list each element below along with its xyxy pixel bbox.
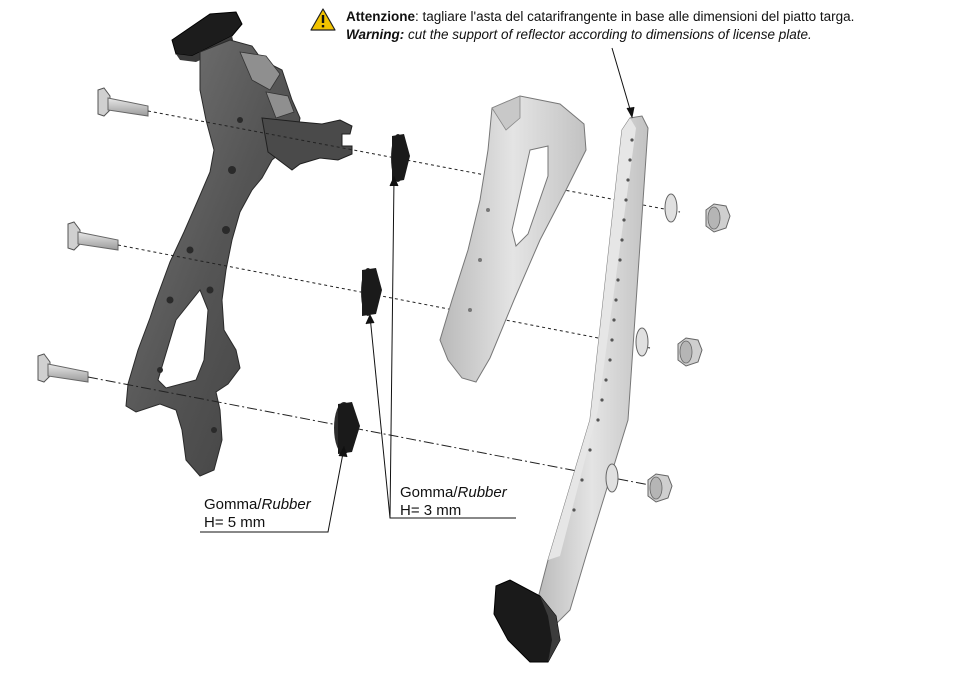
screw-top xyxy=(97,87,149,117)
warning-triangle-icon xyxy=(310,8,336,31)
label-rubber-3mm-height: H= 3 mm xyxy=(400,502,462,519)
warning-text-english: Warning: cut the support of reflector ac… xyxy=(346,27,812,42)
label-rubber-5mm-name: Gomma/Rubber xyxy=(204,496,311,513)
screw-middle xyxy=(67,221,119,251)
warning-text-italian: Attenzione: tagliare l'asta del catarifr… xyxy=(346,9,855,24)
leader-lines xyxy=(200,47,635,533)
reflector-support-rod xyxy=(493,115,649,663)
washer-nut-middle xyxy=(635,327,703,367)
screw-bottom xyxy=(37,353,89,383)
rubber-spacer-top xyxy=(391,134,410,182)
washer-nut-top xyxy=(664,193,731,233)
license-plate-bracket xyxy=(125,11,353,477)
label-rubber-3mm-name: Gomma/Rubber xyxy=(400,484,507,501)
label-rubber-3mm: Gomma/Rubber H= 3 mm xyxy=(400,484,507,520)
reflector-mount-bracket xyxy=(439,95,587,383)
rubber-spacer-middle xyxy=(361,268,382,316)
washer-nut-bottom xyxy=(605,463,673,503)
label-rubber-5mm: Gomma/Rubber H= 5 mm xyxy=(204,496,311,532)
label-rubber-5mm-height: H= 5 mm xyxy=(204,514,266,531)
assembly-axis-lines xyxy=(87,110,681,488)
rubber-spacer-bottom xyxy=(334,402,360,454)
